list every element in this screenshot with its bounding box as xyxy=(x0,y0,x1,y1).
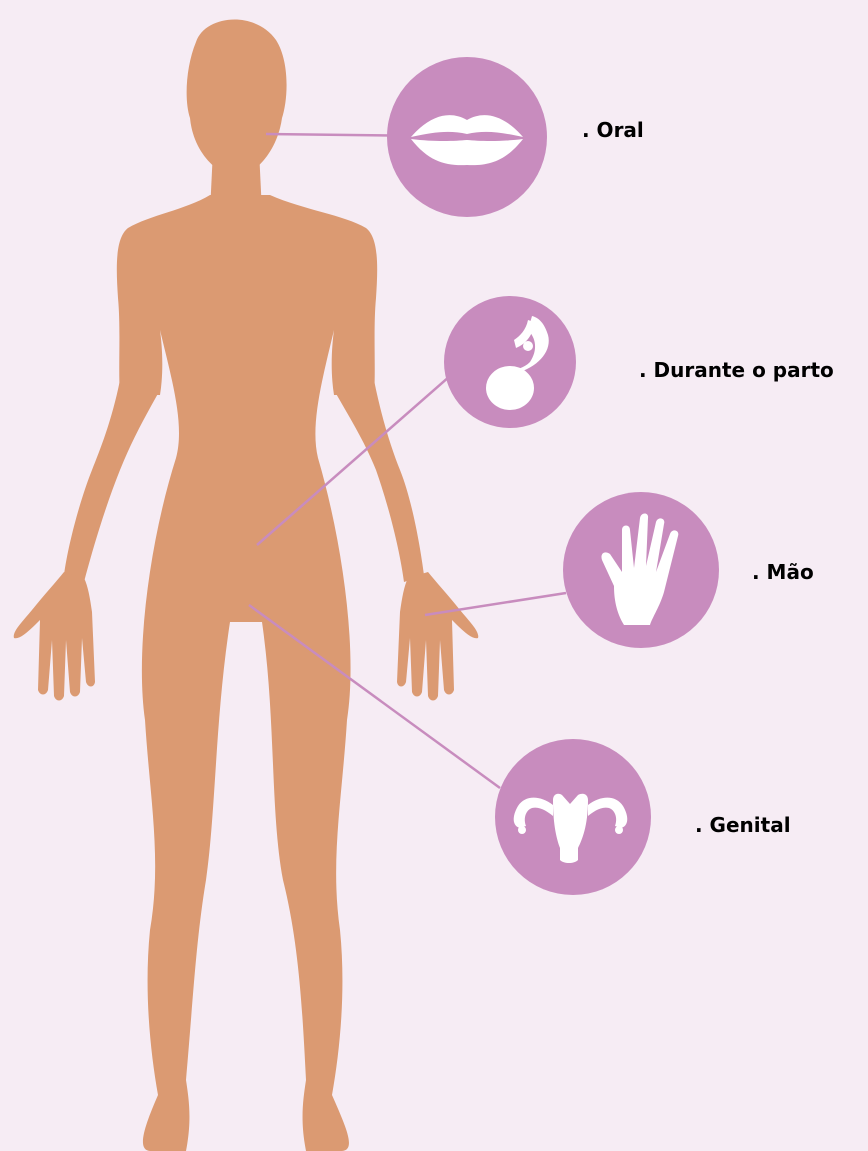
label-oral: . Oral xyxy=(582,118,644,142)
label-genital: . Genital xyxy=(695,813,791,837)
label-mao: . Mão xyxy=(752,560,814,584)
label-durante-o-parto: . Durante o parto xyxy=(639,358,834,382)
